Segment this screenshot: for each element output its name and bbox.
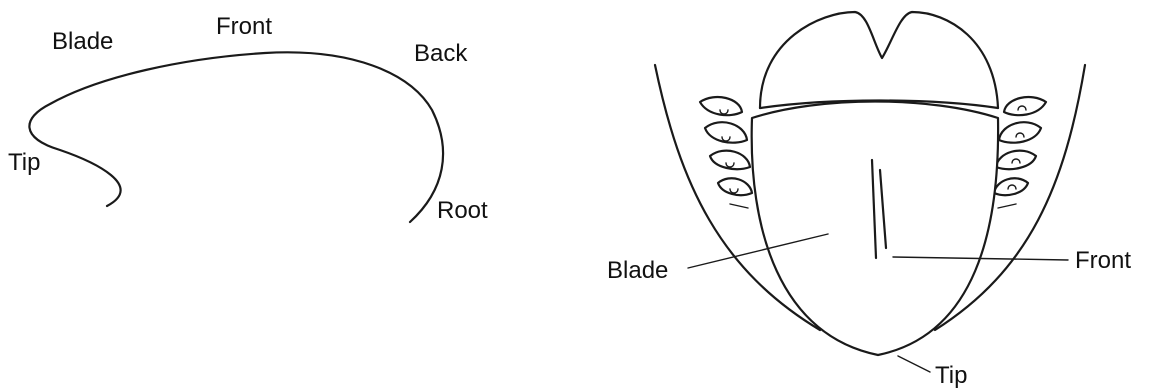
- left-papillae: [700, 97, 752, 208]
- side-label-back: Back: [414, 42, 467, 66]
- side-label-root: Root: [437, 199, 488, 223]
- side-label-front: Front: [216, 15, 272, 39]
- top-label-blade: Blade: [607, 259, 668, 283]
- top-label-front: Front: [1075, 249, 1131, 273]
- side-label-blade: Blade: [52, 30, 113, 54]
- tongue-back-lobe: [760, 12, 998, 108]
- tip-pointer-line: [898, 356, 930, 372]
- side-label-tip: Tip: [8, 151, 40, 175]
- right-papillae: [994, 97, 1046, 208]
- top-label-tip: Tip: [935, 364, 967, 388]
